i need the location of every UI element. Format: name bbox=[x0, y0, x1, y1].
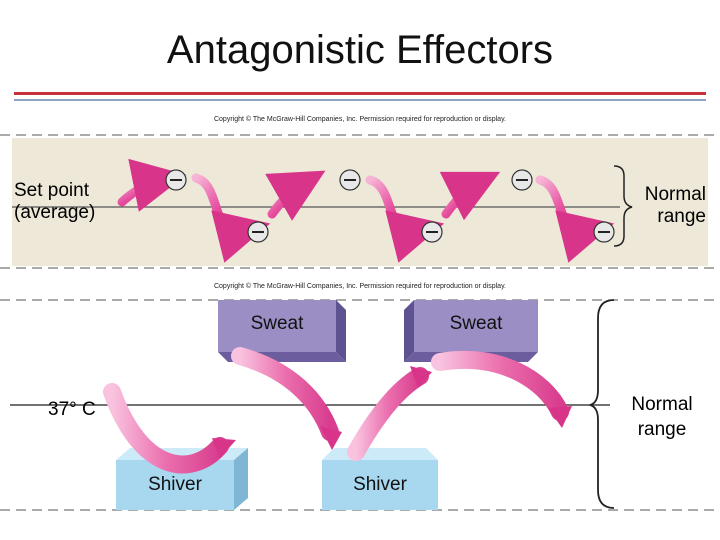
response-arrows bbox=[103, 347, 569, 474]
sweat-label-2: Sweat bbox=[449, 313, 503, 334]
normal-range-top-line2: range bbox=[657, 206, 706, 227]
normal-range-top-line1: Normal bbox=[644, 184, 706, 205]
feedback-wave-cycle-2 bbox=[365, 171, 501, 263]
arrow-shiver-to-sweat-2 bbox=[347, 367, 429, 461]
normal-range-bracket-top bbox=[613, 165, 633, 247]
arrow-sweat-to-shiver-1 bbox=[231, 347, 339, 441]
normal-range-bottom-line2: range bbox=[637, 419, 687, 440]
normal-range-label-bottom: Normal range bbox=[620, 392, 704, 442]
title-rule-red bbox=[14, 92, 706, 95]
negative-feedback-icon bbox=[421, 221, 443, 243]
temperature-label: 37° C bbox=[48, 399, 96, 420]
shiver-box-2 bbox=[322, 448, 438, 510]
shiver-label-2: Shiver bbox=[353, 474, 407, 495]
arrow-shiver-to-sweat-1 bbox=[103, 383, 229, 474]
negative-feedback-icon bbox=[247, 221, 269, 243]
normal-range-bottom-line1: Normal bbox=[631, 394, 693, 415]
negative-feedback-icon bbox=[593, 221, 615, 243]
title-rule-blue bbox=[14, 99, 706, 101]
top-panel-background bbox=[12, 138, 708, 266]
slide-title: Antagonistic Effectors bbox=[166, 28, 554, 72]
set-point-label-line1: Set point bbox=[14, 180, 89, 201]
set-point-label: Set point (average) bbox=[14, 180, 95, 224]
normal-range-bracket-bottom bbox=[589, 299, 615, 509]
normal-range-label-top: Normal range bbox=[634, 184, 706, 228]
arrow-sweat-to-shiver-2 bbox=[431, 350, 569, 421]
copyright-bottom: Copyright © The McGraw-Hill Companies, I… bbox=[213, 283, 506, 290]
feedback-wave-cycle-1 bbox=[117, 158, 326, 263]
sweat-label-1: Sweat bbox=[250, 313, 304, 334]
negative-feedback-icon bbox=[165, 169, 187, 191]
copyright-top: Copyright © The McGraw-Hill Companies, I… bbox=[213, 116, 506, 123]
set-point-label-line2: (average) bbox=[14, 202, 96, 223]
shiver-label-1: Shiver bbox=[148, 474, 202, 495]
negative-feedback-icon bbox=[339, 169, 361, 191]
negative-feedback-icon bbox=[511, 169, 533, 191]
feedback-wave-cycle-3 bbox=[535, 175, 615, 263]
arrow-heads bbox=[212, 366, 572, 458]
